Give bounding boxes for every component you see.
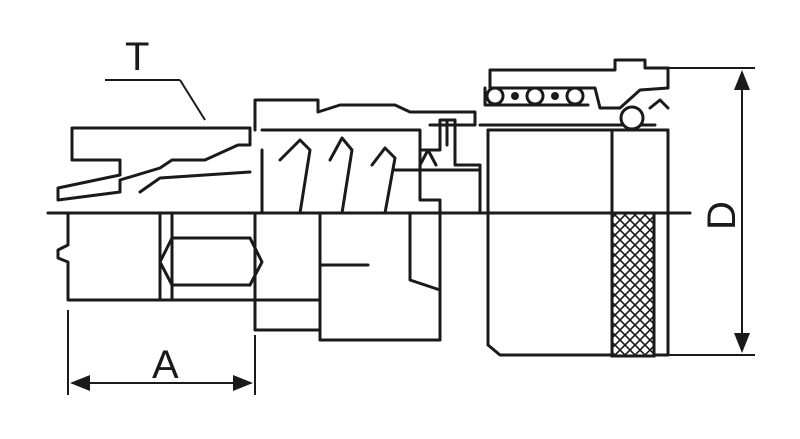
- label-t: T: [125, 35, 149, 79]
- leader-t: [105, 79, 206, 121]
- upper-sleeve: [56, 126, 264, 215]
- dimension-a: [67, 310, 256, 395]
- locking-ring: [483, 58, 670, 131]
- label-a: A: [152, 343, 179, 387]
- dimension-d: [668, 67, 755, 356]
- middle-body: [253, 98, 482, 342]
- label-d: D: [700, 201, 744, 230]
- right-socket: [478, 123, 670, 358]
- left-hex-body: [56, 213, 264, 302]
